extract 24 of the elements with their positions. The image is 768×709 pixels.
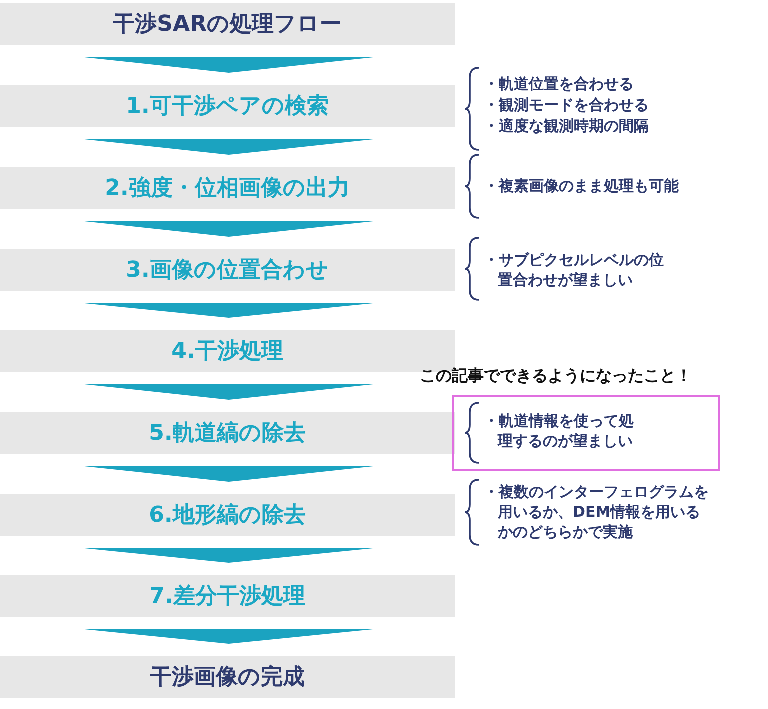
chevron-arrow bbox=[80, 384, 378, 400]
note-text: ・観測モードを合わせる bbox=[484, 95, 649, 115]
chevron-arrow bbox=[80, 629, 378, 644]
chevron-arrow bbox=[80, 139, 378, 155]
process-box: 6.地形縞の除去 bbox=[0, 494, 455, 536]
chevron-arrow bbox=[80, 57, 378, 73]
note-text: ・軌道位置を合わせる bbox=[484, 74, 634, 94]
note-text: ・複素画像のまま処理も可能 bbox=[484, 176, 679, 196]
note-text: ・軌道情報を使って処理するのが望ましい bbox=[484, 411, 635, 451]
process-box: 5.軌道縞の除去 bbox=[0, 412, 455, 454]
chevron-arrow bbox=[80, 303, 378, 318]
process-box: 2.強度・位相画像の出力 bbox=[0, 167, 455, 209]
process-box: 干渉画像の完成 bbox=[0, 656, 455, 698]
chevron-arrow bbox=[80, 466, 378, 482]
highlight-box bbox=[452, 395, 720, 471]
note-text: ・サブピクセルレベルの位置合わせが望ましい bbox=[484, 250, 665, 290]
note-text: ・複数のインターフェログラムを用いるか、DEM情報を用いるかのどちらかで実施 bbox=[484, 482, 710, 542]
process-box: 7.差分干渉処理 bbox=[0, 575, 455, 617]
chevron-arrow bbox=[80, 221, 378, 237]
note-text: ・適度な観測時期の間隔 bbox=[484, 116, 649, 136]
chevron-arrow bbox=[80, 548, 378, 563]
title-box: 干渉SARの処理フロー bbox=[0, 3, 455, 45]
process-box: 3.画像の位置合わせ bbox=[0, 249, 455, 291]
process-box: 1.可干渉ペアの検索 bbox=[0, 85, 455, 127]
